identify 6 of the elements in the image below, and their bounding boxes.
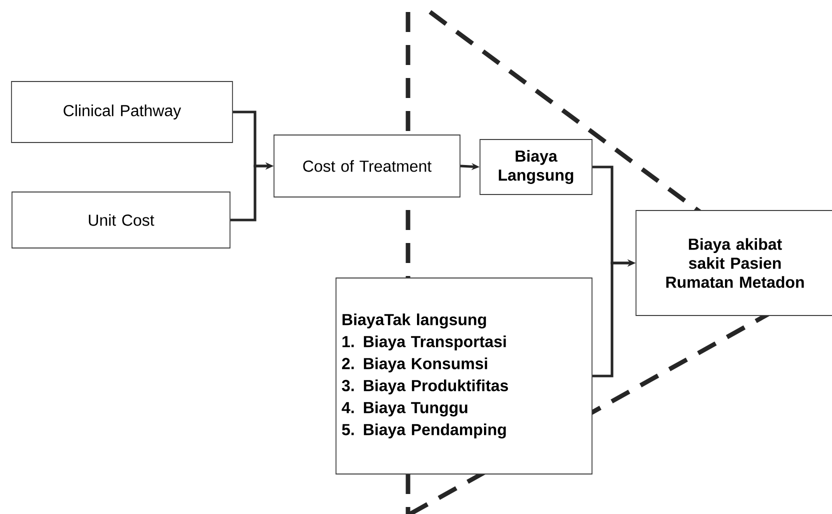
process-box: Cost of Treatment bbox=[274, 134, 460, 198]
process-box: Clinical Pathway bbox=[11, 81, 233, 143]
list-box: BiayaTak langsung 1. Biaya Transportasi 2. Biaya Konsumsi 3. Biaya Produktifitas 4. Biaya Tunggu 5. Biaya Pendamping bbox=[336, 278, 592, 474]
process-box: Unit Cost bbox=[12, 192, 230, 248]
result-box: Biaya akibat sakit Pasien Rumatan Metadon bbox=[636, 210, 832, 316]
process-box: Biaya Langsung bbox=[480, 139, 592, 195]
